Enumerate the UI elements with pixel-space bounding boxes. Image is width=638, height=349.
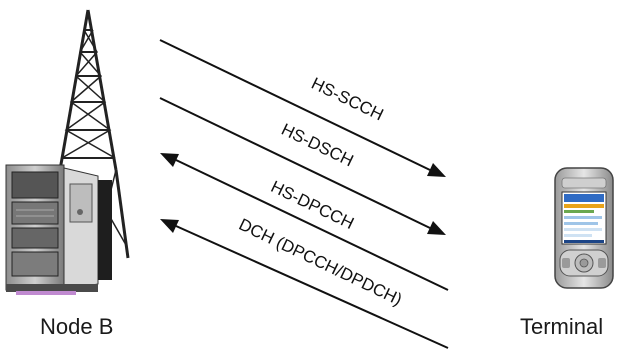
downlink-arrow-2 (159, 97, 446, 235)
node-b-icon (5, 9, 130, 295)
downlink-arrow-1 (159, 39, 446, 177)
channel-label-hs-dsch: HS-DSCH (278, 120, 356, 171)
terminal-icon (554, 167, 614, 289)
node-b-label: Node B (40, 314, 114, 339)
uplink-arrow-2 (160, 219, 449, 349)
terminal-label: Terminal (520, 314, 604, 339)
uplink-arrow-1 (160, 153, 449, 291)
